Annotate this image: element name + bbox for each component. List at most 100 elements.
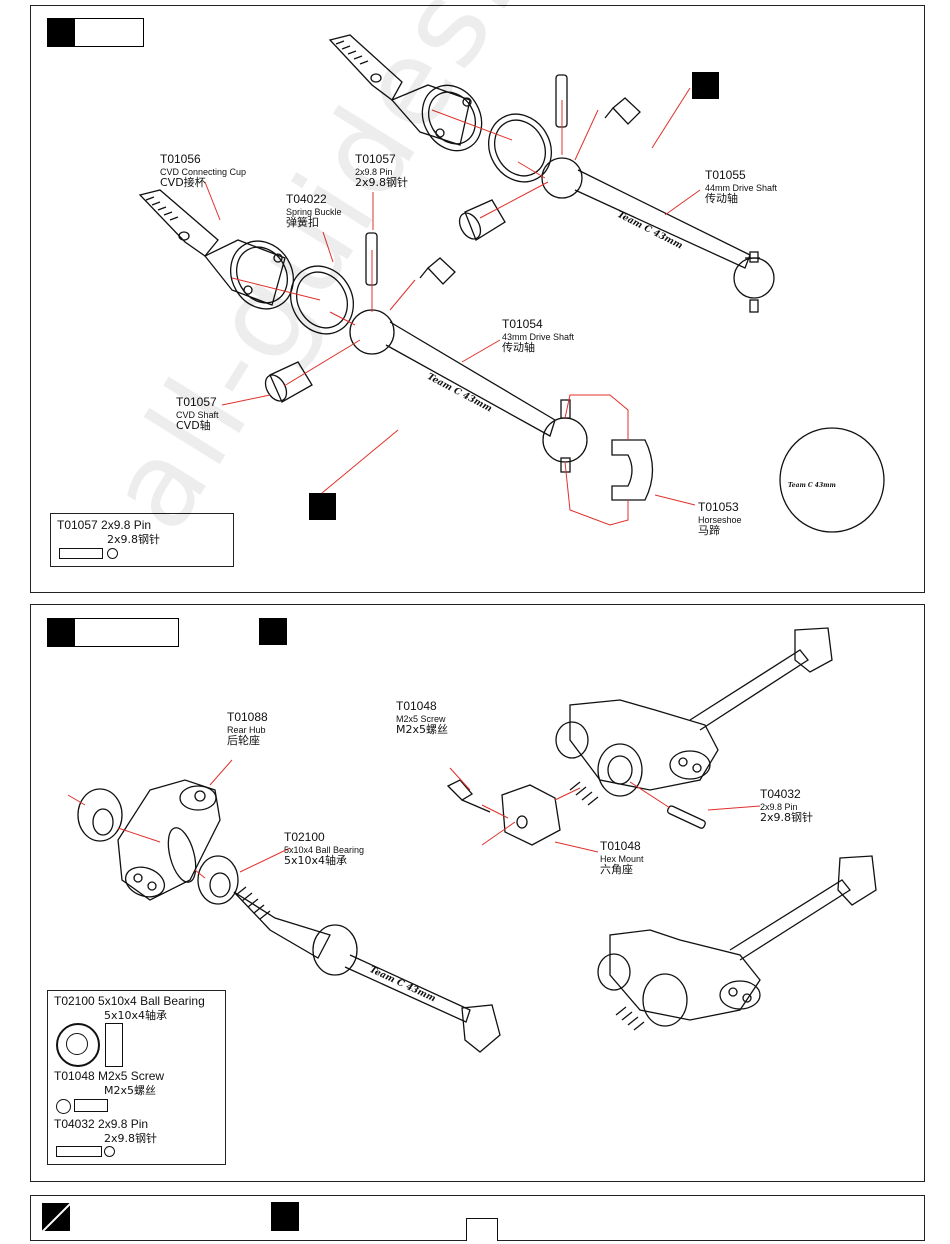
label-t01057-shaft: T01057 CVD Shaft CVD轴 [176, 395, 219, 433]
part-code: T01057 [176, 395, 217, 409]
leader-lines-panel1 [231, 87, 691, 526]
legend-screw-cn: M2x5螺丝 [104, 1084, 156, 1097]
parts-legend-box-panel1: T01057 2x9.8 Pin 2x9.8钢针 [50, 513, 234, 567]
part-name-cn: M2x5螺丝 [396, 723, 448, 737]
part-code: T01088 [227, 710, 268, 724]
part-code: T01056 [160, 152, 201, 166]
label-t01088: T01088 Rear Hub 后轮座 [227, 710, 268, 748]
part-name-en: CVD Connecting Cup [160, 166, 247, 177]
bearing-right [197, 855, 239, 905]
spring-buckle-lower [290, 265, 354, 335]
part-code: T01057 [355, 152, 396, 166]
bearing-inner-icon [66, 1033, 88, 1055]
cvd-cup-lower [138, 189, 294, 310]
part-name-cn: 六角座 [600, 863, 633, 877]
leader-lines-panel2 [67, 759, 761, 879]
part-code: T01053 [698, 500, 739, 514]
pin-panel2 [666, 805, 706, 829]
step-panel-rear-hub-assembly [30, 604, 925, 1182]
part-code: T01054 [502, 317, 543, 331]
label-t01053: T01053 Horseshoe 马蹄 [698, 500, 742, 538]
screw [446, 779, 491, 813]
marker-block [259, 618, 287, 645]
page-number-tab [466, 1218, 498, 1241]
cvd-shaft-assembly-panel2 [233, 886, 501, 1053]
screw-side-icon [74, 1099, 108, 1112]
part-code: T01055 [705, 168, 746, 182]
bearing-icon [56, 1023, 100, 1067]
cvd-shaft-lower [264, 361, 313, 403]
part-code: T01048 [396, 699, 437, 713]
footer-left-slash-icon [42, 1203, 70, 1231]
parts-legend-box-panel2: T02100 5x10x4 Ball Bearing 5x10x4轴承 T010… [47, 990, 226, 1165]
oil-bottle-upper [604, 97, 641, 125]
cvd-cup-upper [328, 34, 483, 152]
part-name-en: 5x10x4 Ball Bearing [284, 844, 365, 855]
part-name-en: M2x5 Screw [396, 713, 446, 724]
part-code: T04022 [286, 192, 327, 206]
part-name-cn: 2x9.8钢针 [760, 811, 814, 825]
screw-head-icon [56, 1099, 71, 1114]
part-name-cn: 5x10x4轴承 [284, 854, 348, 868]
label-pointers-panel1 [204, 181, 701, 506]
shaft-44mm [541, 157, 775, 313]
part-name-en: 43mm Drive Shaft [502, 331, 575, 342]
part-name-cn: 后轮座 [227, 734, 260, 748]
legend-bearing-cn: 5x10x4轴承 [104, 1009, 168, 1022]
part-name-en: Horseshoe [698, 514, 742, 525]
label-t01055: T01055 44mm Drive Shaft 传动轴 [705, 168, 778, 206]
part-name-cn: 传动轴 [502, 341, 535, 355]
label-t02100: T02100 5x10x4 Ball Bearing 5x10x4轴承 [284, 830, 365, 868]
horseshoe [611, 439, 654, 501]
bearing-side-icon [105, 1023, 123, 1067]
rear-hub-left [117, 779, 221, 901]
pin-end-icon [107, 548, 118, 559]
pin-end-icon [104, 1146, 115, 1157]
assembled-hub-upper [555, 627, 833, 806]
legend-line-code: T01057 2x9.8 Pin [57, 518, 152, 532]
label-t01054: T01054 43mm Drive Shaft 传动轴 [502, 317, 575, 355]
legend-screw-code: T01048 M2x5 Screw [54, 1069, 165, 1083]
part-name-en: 2x9.8 Pin [760, 801, 798, 812]
part-code: T01048 [600, 839, 641, 853]
part-name-en: Rear Hub [227, 724, 266, 735]
footer-block [271, 1202, 299, 1231]
pin-icon [56, 1146, 102, 1157]
oil-bottle-lower [419, 257, 456, 285]
assembled-hub-lower [597, 855, 877, 1031]
hex-mount [501, 784, 561, 846]
part-name-cn: 弹簧扣 [286, 216, 319, 230]
spring-buckle-upper [488, 113, 552, 183]
legend-bearing-code: T02100 5x10x4 Ball Bearing [54, 994, 205, 1008]
pin-icon [59, 548, 103, 559]
zoom-detail-text: Team C 43mm [788, 482, 836, 489]
part-name-cn: 马蹄 [698, 524, 720, 538]
part-name-cn: 传动轴 [705, 192, 738, 206]
step-number-block [47, 18, 75, 47]
label-t01048-screw: T01048 M2x5 Screw M2x5螺丝 [396, 699, 448, 737]
part-name-cn: CVD接杯 [160, 176, 206, 190]
label-t01057-pin: T01057 2x9.8 Pin 2x9.8钢针 [355, 152, 409, 190]
legend-pin-code: T04032 2x9.8 Pin [54, 1117, 149, 1131]
label-t04022: T04022 Spring Buckle 弹簧扣 [286, 192, 342, 230]
legend-line-cn: 2x9.8钢针 [107, 533, 161, 546]
label-t04032: T04032 2x9.8 Pin 2x9.8钢针 [760, 787, 814, 825]
marker-block-upper [692, 72, 719, 99]
part-name-cn: 2x9.8钢针 [355, 176, 409, 190]
cvd-shaft-upper [458, 199, 506, 241]
part-code: T02100 [284, 830, 325, 844]
label-t01056: T01056 CVD Connecting Cup CVD接杯 [160, 152, 247, 190]
legend-pin-cn: 2x9.8钢针 [104, 1132, 158, 1145]
part-name-en: CVD Shaft [176, 409, 219, 420]
step-panel-cvd-assembly [30, 5, 925, 593]
marker-block-lower [309, 493, 336, 520]
part-name-en: Hex Mount [600, 853, 644, 864]
part-code: T04032 [760, 787, 801, 801]
label-t01048-hex: T01048 Hex Mount 六角座 [600, 839, 644, 877]
part-name-en: 2x9.8 Pin [355, 166, 393, 177]
part-name-en: Spring Buckle [286, 206, 342, 217]
part-name-en: 44mm Drive Shaft [705, 182, 778, 193]
bearing-left [77, 788, 123, 842]
step-number-block [47, 618, 75, 647]
